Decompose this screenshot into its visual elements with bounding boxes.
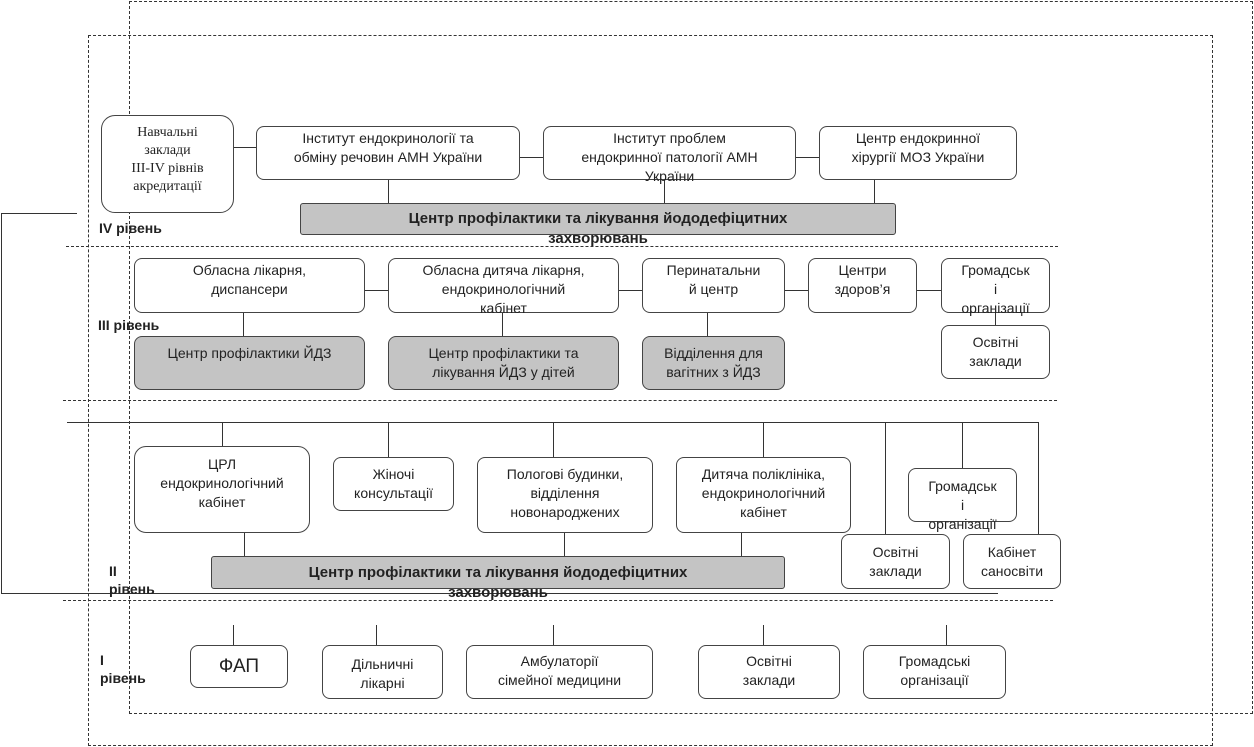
connector [502,313,503,336]
level-iv-label: IV рівень [99,220,162,236]
connector [763,625,764,645]
connector [365,290,388,291]
connector [553,625,554,645]
regional-children-hospital-box: Обласна дитяча лікарня, ендокринологічни… [388,258,619,316]
connector [741,533,742,556]
perinatal-center-box: Перинатальни й центр [642,258,785,313]
connector [376,625,377,645]
bracket-bottom [1,593,998,594]
family-medicine-clinics-box: Амбулаторії сімейної медицини [466,645,653,699]
connector [234,147,256,148]
level-divider-2-1 [63,600,1053,601]
district-hospitals-box: Дільничні лікарні [322,645,443,699]
educational-institutions-box: Освітні заклади [941,325,1050,379]
center-endocrine-surgery-box: Центр ендокринної хірургії МОЗ України [819,126,1017,180]
level4-main-center-box: Центр профілактики та лікування йододефі… [300,203,896,247]
connector [995,313,996,325]
fap-box: ФАП [190,645,288,688]
connector [785,290,808,291]
connector [885,422,886,534]
educational-institutions-box: Навчальні заклади III-IV рівнів акредита… [101,115,234,213]
outer-frame-front [88,35,1213,746]
level-divider-4-3 [66,246,1058,247]
connector [962,422,963,468]
educational-institutions-box: Освітні заклади [841,534,950,589]
connector [222,422,223,446]
connector [874,180,875,203]
connector [388,422,389,457]
pregnant-department-box: Відділення для вагітних з ЙДЗ [642,336,785,390]
connector [664,180,665,203]
public-organizations-box: Громадськ і організації [908,468,1017,532]
bracket-vertical [1,213,2,593]
connector [946,625,947,645]
connector [917,290,941,291]
health-centers-box: Центри здоров’я [808,258,917,313]
connector [619,290,642,291]
institute-endocrinology-box: Інститут ендокринології та обміну речови… [256,126,520,180]
connector [233,625,234,645]
regional-hospital-box: Обласна лікарня, диспансери [134,258,365,313]
institute-endocrine-pathology-box: Інститут проблем ендокринної патології А… [543,126,796,184]
sanitary-education-cabinet-box: Кабінет саносвіти [963,534,1061,589]
connector [388,180,389,203]
connector [763,422,764,457]
educational-institutions-box: Освітні заклади [698,645,840,699]
public-organizations-box: Громадськ і організації [941,258,1050,316]
connector [564,533,565,556]
connector [1038,422,1039,534]
connector [244,533,245,556]
public-organizations-box: Громадські організації [863,645,1006,699]
connector [243,313,244,336]
level2-main-center-box: Центр профілактики та лікування йододефі… [211,556,785,601]
center-idz-children-box: Центр профілактики та лікування ЙДЗ у ді… [388,336,619,390]
center-idz-prevention-box: Центр профілактики ЙДЗ [134,336,365,390]
connector [520,157,543,158]
connector [553,422,554,457]
level-iii-label: III рівень [98,317,160,333]
womens-consultations-box: Жіночі консультації [333,457,454,511]
level-i-label: І рівень [100,652,146,686]
level-divider-3-2 [63,400,1057,401]
connector [796,157,819,158]
maternity-hospitals-box: Пологові будинки, відділення новонародже… [477,457,653,533]
crl-endocrinology-box: ЦРЛ ендокринологічний кабінет [134,446,310,533]
connector [707,313,708,336]
level-ii-label: ІІ рівень [109,563,155,597]
children-polyclinic-box: Дитяча поліклініка, ендокринологічний ка… [676,457,851,533]
outer-frame-back [129,1,1253,714]
bracket-top [1,213,77,214]
